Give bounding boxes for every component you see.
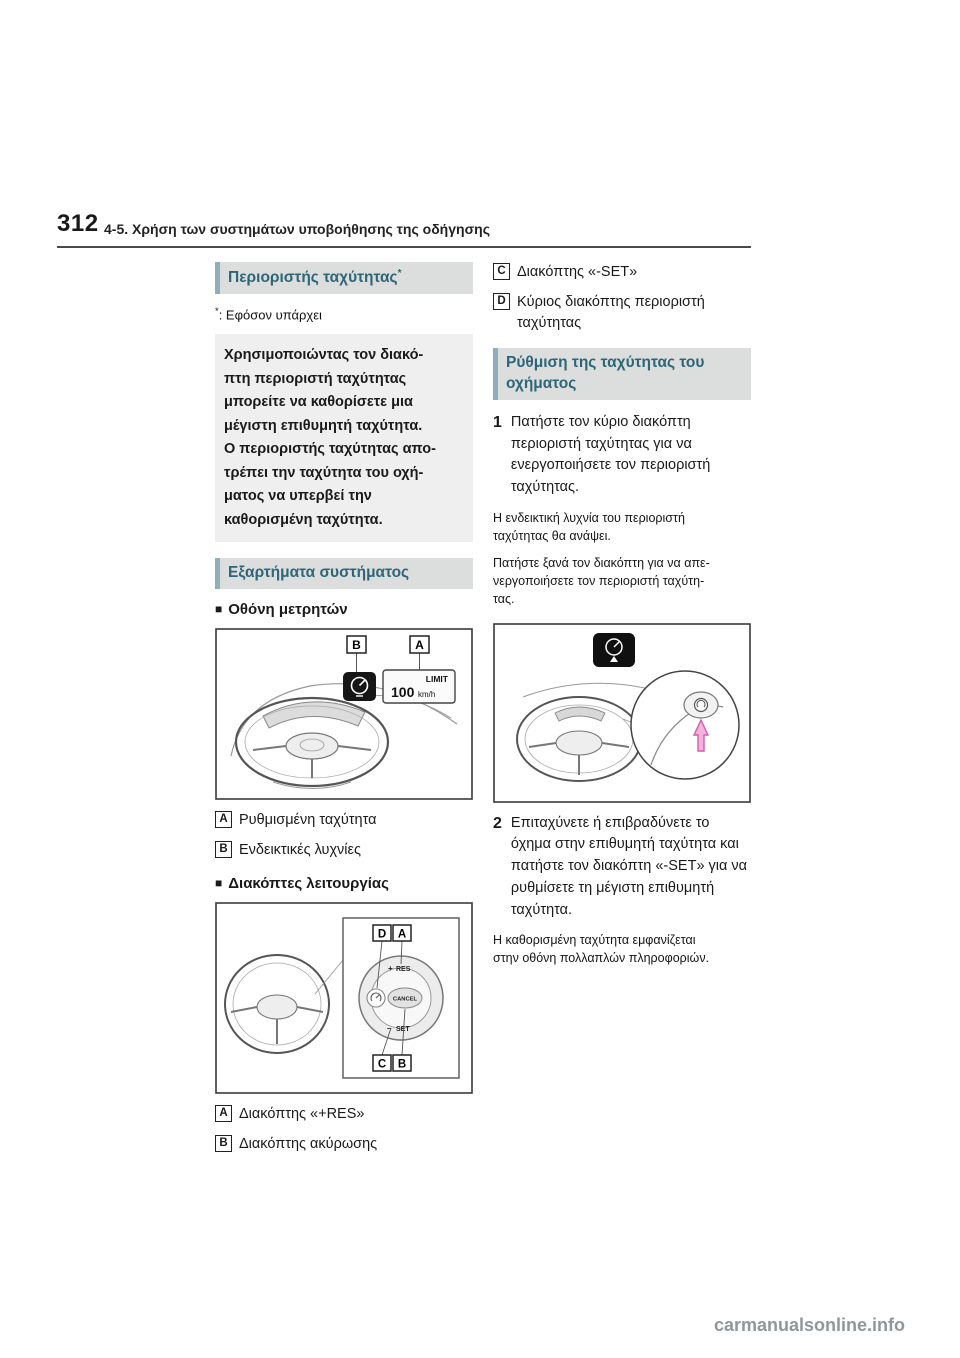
switch-detail-panel: + RES CANCEL — [342, 917, 460, 1079]
callout-b: B — [392, 1009, 412, 1072]
switch-zoom-circle — [622, 669, 740, 780]
steering-wheel-icon — [516, 682, 659, 782]
footnote-marker: * — [215, 306, 219, 318]
right-column: C Διακόπτης «-SET» D Κύριος διακόπτης πε… — [493, 262, 751, 977]
limit-label: LIMIT — [426, 674, 449, 684]
limiter-main-switch-button — [693, 697, 709, 712]
callout-d-letter: D — [378, 929, 386, 941]
steering-wheel-icon — [224, 954, 344, 1055]
callout-a-letter: A — [415, 638, 424, 652]
step-2: 2 Επιταχύνετε ή επιβραδύνετε το όχημα στ… — [493, 813, 751, 922]
section-title-system-components: Εξαρτήματα συστήματος — [215, 558, 473, 590]
callout-c: C — [372, 1028, 392, 1072]
label-line-a: A Ρυθμισμένη ταχύτητα — [215, 810, 473, 831]
steering-wheel-icon — [234, 697, 390, 790]
footnote: *: Εφόσον υπάρχει — [215, 306, 473, 322]
callout-a: A — [392, 924, 412, 965]
callout-b: B — [346, 635, 367, 673]
meter-display-figure: LIMIT 100 km/h B A — [215, 628, 473, 801]
key-b2: B — [215, 1135, 232, 1153]
switches-figure: + RES CANCEL — [215, 902, 473, 1095]
callout-b-letter: B — [352, 638, 361, 652]
watermark: carmanualsonline.info — [713, 1315, 905, 1335]
callout-b-letter: B — [398, 1059, 406, 1071]
speed-limiter-icon — [605, 637, 623, 662]
step-1-note-1: Η ενδεικτική λυχνία του περιοριστή ταχύτ… — [493, 510, 685, 544]
key-a-text: Ρυθμισμένη ταχύτητα — [239, 812, 377, 829]
step-1-note-2: Πατήστε ξανά τον διακόπτη για να απε- νε… — [493, 556, 710, 607]
content-columns: Περιοριστής ταχύτητας* *: Εφόσον υπάρχει… — [215, 262, 752, 1164]
label-line-d: D Κύριος διακόπτης περιοριστή ταχύτητας — [493, 292, 751, 334]
section-title-speed-setting: Ρύθμιση της ταχύτητας του οχήματος — [493, 348, 751, 400]
callout-a-letter: A — [398, 929, 406, 941]
cancel-text: CANCEL — [393, 997, 418, 1003]
key-d-text: Κύριος διακόπτης περιοριστή ταχύτητας — [517, 294, 705, 332]
callout-c-letter: C — [378, 1059, 386, 1071]
limit-value: 100 — [391, 684, 415, 700]
main-switch-figure — [493, 622, 751, 803]
header-rule — [57, 246, 751, 248]
minus-sign: – — [387, 1024, 392, 1033]
running-header: 4-5. Χρήση των συστημάτων υποβοήθησης τη… — [104, 221, 490, 237]
limiter-main-switch-icon — [366, 988, 386, 1008]
intro-emphasis-box: Χρησιμοποιώντας τον διακό- πτη περιοριστ… — [215, 334, 473, 543]
label-line-b: B Ενδεικτικές λυχνίες — [215, 840, 473, 861]
set-switch: – SET — [387, 1024, 410, 1033]
section-title-speed-limiter: Περιοριστής ταχύτητας* — [215, 262, 473, 295]
key-b: B — [215, 841, 232, 859]
step-1-number: 1 — [493, 413, 502, 431]
step-2-number: 2 — [493, 814, 502, 832]
key-b-text: Ενδεικτικές λυχνίες — [239, 842, 361, 859]
res-switch: + RES — [388, 964, 411, 973]
res-text: RES — [396, 966, 411, 973]
page-number: 312 — [57, 210, 99, 237]
step-2-note: Η καθορισμένη ταχύτητα εμφανίζεται στην … — [493, 933, 710, 966]
step-1-text: Πατήστε τον κύριο διακόπτη περιοριστή τα… — [510, 413, 711, 496]
callout-d: D — [372, 924, 392, 989]
set-speed-display: LIMIT 100 km/h — [382, 669, 456, 704]
plus-sign: + — [388, 964, 393, 973]
key-a2-text: Διακόπτης «+RES» — [239, 1106, 365, 1123]
label-line-a2: A Διακόπτης «+RES» — [215, 1104, 473, 1125]
speed-limiter-lamp-icon — [350, 676, 369, 697]
label-line-c: C Διακόπτης «-SET» — [493, 262, 751, 283]
set-text: SET — [396, 1026, 410, 1033]
key-c-text: Διακόπτης «-SET» — [517, 264, 638, 280]
step-2-text: Επιταχύνετε ή επιβραδύνετε το όχημα στην… — [510, 814, 748, 918]
limit-unit: km/h — [418, 690, 435, 699]
meter-display-heading: Οθόνη μετρητών — [215, 601, 473, 618]
key-c: C — [493, 263, 510, 280]
section-title-text: Περιοριστής ταχύτητας — [228, 269, 398, 287]
limiter-indicator-display — [593, 632, 635, 667]
switches-heading: Διακόπτες λειτουργίας — [215, 875, 473, 892]
step-1: 1 Πατήστε τον κύριο διακόπτη περιοριστή … — [493, 412, 751, 499]
key-b2-text: Διακόπτης ακύρωσης — [239, 1136, 378, 1153]
indicator-lamp-display — [343, 672, 376, 702]
press-arrow-icon — [692, 717, 710, 752]
key-a2: A — [215, 1105, 232, 1123]
asterisk-mark: * — [397, 268, 402, 279]
cancel-switch: CANCEL — [387, 987, 423, 1009]
callout-a: A — [409, 635, 430, 671]
left-column: Περιοριστής ταχύτητας* *: Εφόσον υπάρχει… — [215, 262, 473, 1164]
key-d: D — [493, 293, 510, 311]
label-line-b2: B Διακόπτης ακύρωσης — [215, 1134, 473, 1155]
footnote-text: : Εφόσον υπάρχει — [218, 307, 322, 323]
key-a: A — [215, 811, 232, 829]
